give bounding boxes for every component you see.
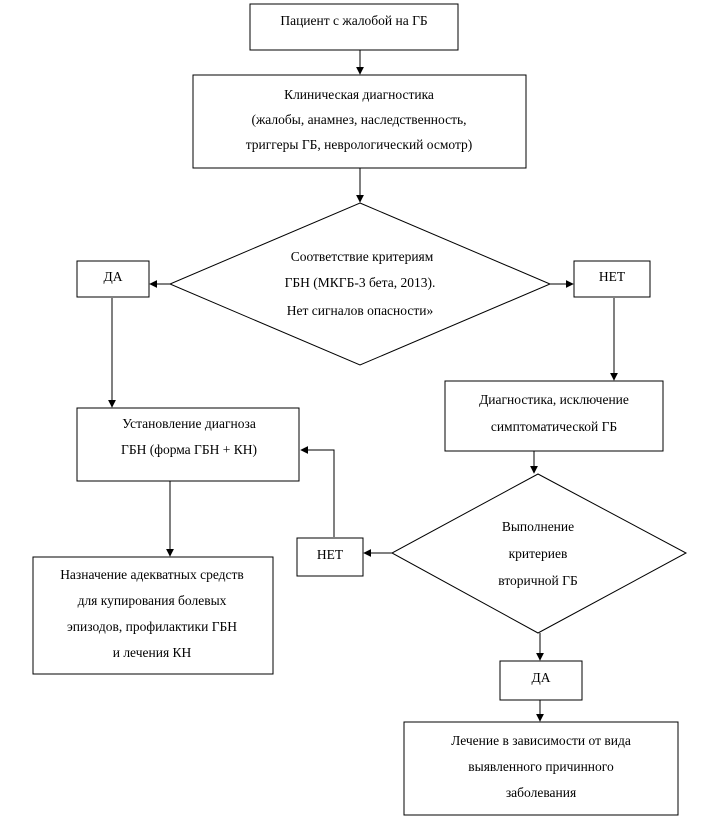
node-clinical-line-1: (жалобы, анамнез, наследственность, (251, 112, 466, 127)
node-criteria-line-1: ГБН (МКГБ-3 бета, 2013). (285, 275, 436, 290)
node-criteria: Соответствие критериям ГБН (МКГБ-3 бета,… (168, 202, 552, 366)
node-treatment-line-2: эпизодов, профилактики ГБН (67, 619, 237, 634)
node-cause-line-0: Лечение в зависимости от вида (451, 733, 631, 748)
node-secondary: Выполнение критериев вторичной ГБ (390, 473, 688, 634)
node-clinical-line-2: триггеры ГБ, неврологический осмотр) (246, 137, 473, 152)
node-secondary-line-2: вторичной ГБ (498, 573, 577, 588)
node-exclusion-line-1: симптоматической ГБ (491, 419, 617, 434)
node-exclusion: Диагностика, исключение симптоматической… (444, 380, 664, 452)
node-secondary-line-1: критериев (509, 546, 568, 561)
node-secondary-line-0: Выполнение (502, 519, 574, 534)
node-yes-2-label: ДА (532, 670, 551, 685)
node-yes-1-label: ДА (104, 269, 123, 284)
node-exclusion-line-0: Диагностика, исключение (479, 392, 629, 407)
node-no-1-label: НЕТ (599, 269, 626, 284)
node-cause-line-2: заболевания (506, 785, 576, 800)
node-treatment-line-3: и лечения КН (113, 645, 192, 660)
node-treatment-line-0: Назначение адекватных средств (60, 567, 244, 582)
node-diagnosis-line-0: Установление диагноза (122, 416, 256, 431)
node-clinical-line-0: Клиническая диагностика (284, 87, 434, 102)
node-no-2: НЕТ (296, 537, 364, 577)
connectors (108, 50, 618, 722)
node-no-1: НЕТ (573, 260, 651, 298)
node-no-2-label: НЕТ (317, 547, 344, 562)
node-diagnosis: Установление диагноза ГБН (форма ГБН + К… (76, 407, 300, 482)
node-start: Пациент с жалобой на ГБ (249, 3, 459, 51)
node-criteria-line-2: Нет сигналов опасности» (287, 303, 433, 318)
node-start-line-0: Пациент с жалобой на ГБ (280, 13, 427, 28)
node-treatment-line-1: для купирования болевых (78, 593, 227, 608)
node-diagnosis-line-1: ГБН (форма ГБН + КН) (121, 442, 257, 457)
node-criteria-line-0: Соответствие критериям (291, 249, 434, 264)
node-yes-2: ДА (499, 660, 583, 701)
node-treatment: Назначение адекватных средств для купиро… (32, 556, 274, 675)
node-yes-1: ДА (76, 260, 150, 298)
node-cause-line-1: выявленного причинного (468, 759, 614, 774)
node-clinical: Клиническая диагностика (жалобы, анамнез… (192, 74, 527, 169)
node-cause: Лечение в зависимости от вида выявленног… (403, 721, 679, 816)
arrow-no-to-diagnosis (300, 446, 335, 537)
